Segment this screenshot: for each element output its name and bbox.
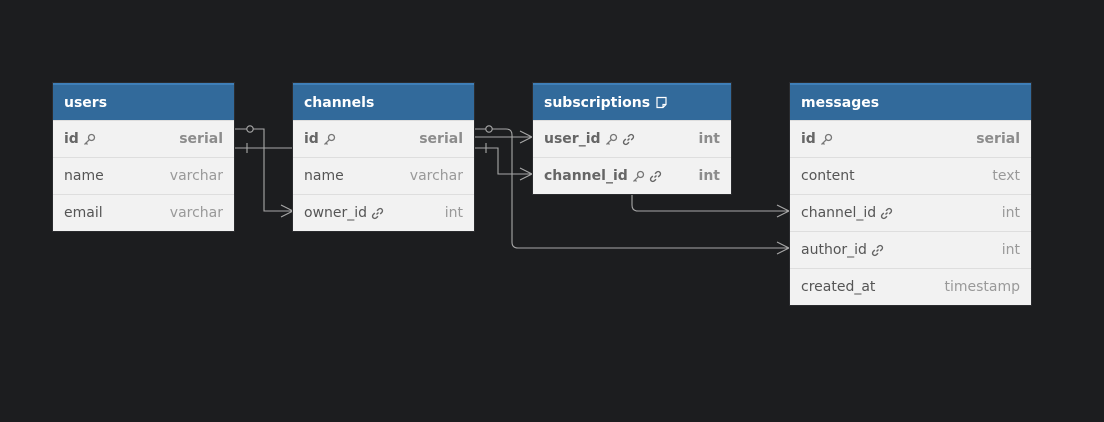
column-name: author_id (801, 242, 867, 258)
table-users[interactable]: users id serial name varchar email varch… (53, 83, 234, 231)
column-name: name (64, 168, 104, 184)
link-icon (371, 207, 384, 220)
table-subscriptions[interactable]: subscriptions user_id int channel_id int (533, 83, 731, 194)
column-type: text (992, 168, 1020, 184)
column-name: owner_id (304, 205, 368, 221)
table-header[interactable]: users (53, 83, 234, 120)
relationship-channels-subscriptions[interactable] (474, 143, 534, 181)
column-type: int (1001, 205, 1020, 221)
column-type: int (698, 168, 720, 184)
column-type: int (1001, 242, 1020, 258)
table-row[interactable]: created_at timestamp (790, 268, 1031, 305)
column-type: serial (419, 131, 463, 147)
key-icon (83, 133, 96, 146)
table-header[interactable]: subscriptions (533, 83, 731, 120)
table-row[interactable]: content text (790, 157, 1031, 194)
table-row[interactable]: id serial (790, 120, 1031, 157)
column-type: varchar (169, 205, 223, 221)
link-icon (880, 207, 893, 220)
table-row[interactable]: channel_id int (790, 194, 1031, 231)
column-name: id (304, 131, 319, 147)
column-name: email (64, 205, 103, 221)
column-name: created_at (801, 279, 876, 295)
table-header[interactable]: channels (293, 83, 474, 120)
key-icon (605, 133, 618, 146)
table-row[interactable]: name varchar (293, 157, 474, 194)
column-name: channel_id (544, 168, 628, 184)
column-name: id (801, 131, 816, 147)
column-type: serial (179, 131, 223, 147)
table-row[interactable]: owner_id int (293, 194, 474, 231)
table-name: messages (801, 94, 880, 111)
link-icon (871, 244, 884, 257)
table-row[interactable]: id serial (53, 120, 234, 157)
column-name: name (304, 168, 344, 184)
column-name: channel_id (801, 205, 877, 221)
table-row[interactable]: author_id int (790, 231, 1031, 268)
key-icon (820, 133, 833, 146)
relationship-users-channels-owner[interactable] (235, 125, 295, 218)
table-header[interactable]: messages (790, 83, 1031, 120)
note-icon[interactable] (655, 96, 668, 109)
table-name: users (64, 94, 108, 111)
key-icon (632, 170, 645, 183)
table-row[interactable]: name varchar (53, 157, 234, 194)
table-row[interactable]: id serial (293, 120, 474, 157)
column-type: varchar (409, 168, 463, 184)
table-row[interactable]: email varchar (53, 194, 234, 231)
column-type: int (698, 131, 720, 147)
column-name: content (801, 168, 855, 184)
table-name: channels (304, 94, 375, 111)
column-name: id (64, 131, 79, 147)
link-icon (649, 170, 662, 183)
table-name: subscriptions (544, 94, 651, 111)
table-row[interactable]: user_id int (533, 120, 731, 157)
link-icon (622, 133, 635, 146)
table-messages[interactable]: messages id serial content text channel_… (790, 83, 1031, 305)
column-type: varchar (169, 168, 223, 184)
column-type: serial (976, 131, 1020, 147)
column-name: user_id (544, 131, 601, 147)
column-type: int (444, 205, 463, 221)
table-row[interactable]: channel_id int (533, 157, 731, 194)
key-icon (323, 133, 336, 146)
table-channels[interactable]: channels id serial name varchar owner_id… (293, 83, 474, 231)
column-type: timestamp (944, 279, 1020, 295)
relationship-channels-messages[interactable] (631, 194, 791, 218)
